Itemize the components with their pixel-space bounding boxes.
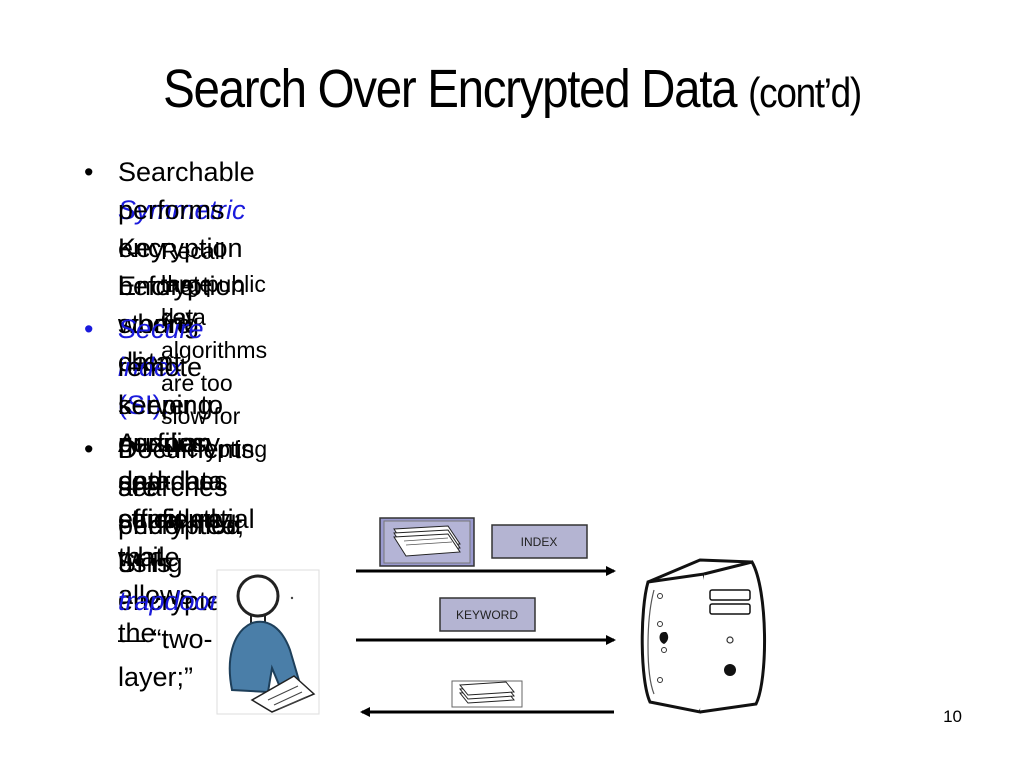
index-label: INDEX: [521, 535, 558, 549]
page-number: 10: [943, 707, 962, 726]
keyword-label: KEYWORD: [456, 608, 518, 622]
title-main: Search Over Encrypted Data: [163, 59, 737, 119]
bullet-2-line-2: remote server to perform searches effici…: [118, 352, 236, 572]
sub-bullet-line-2: large data: [161, 271, 213, 330]
bullet-2-line-3: keeping queries and data confidential: [118, 390, 255, 534]
sub-bullet-marker: –: [128, 238, 141, 264]
bullet-1-rest: Key Encryption where client: [118, 233, 246, 377]
documents-box: [379, 517, 475, 567]
keyword-box: KEYWORD: [439, 597, 536, 632]
bullet-marker-blue: •: [84, 314, 94, 344]
bullet-2-paren: (SI):: [118, 390, 169, 420]
bullet-2-emphasis: Secure index: [118, 314, 204, 382]
bullet-1-line-1: Searchable Symmetric Key Encryption wher…: [118, 153, 255, 381]
bullet-2-rest: Auxiliary data structure that allows the: [118, 428, 224, 648]
apple-logo-icon: [659, 632, 669, 644]
bullet-3-prefix: searches performed using: [118, 472, 242, 578]
client-user-icon: [216, 569, 320, 715]
bullet-2-line-1: Secure index (SI): Auxiliary data struct…: [118, 310, 223, 652]
bullet-1-emphasis: Symmetric: [118, 195, 246, 225]
sub-bullet-line-1: Recall that public key algorithms are to…: [161, 238, 268, 462]
title-suffix: (cont’d): [748, 69, 862, 116]
bullet-1-line-2: performs encryption before storing data: [118, 195, 243, 377]
bullet-marker: •: [84, 434, 94, 464]
bullet-marker: •: [84, 157, 94, 187]
server-icon: [640, 558, 767, 714]
slide-title: Search Over Encrypted Data (cont’d): [61, 58, 962, 120]
index-box: INDEX: [491, 524, 588, 559]
bullet-1-prefix: Searchable: [118, 157, 255, 187]
returned-documents: [451, 680, 523, 708]
